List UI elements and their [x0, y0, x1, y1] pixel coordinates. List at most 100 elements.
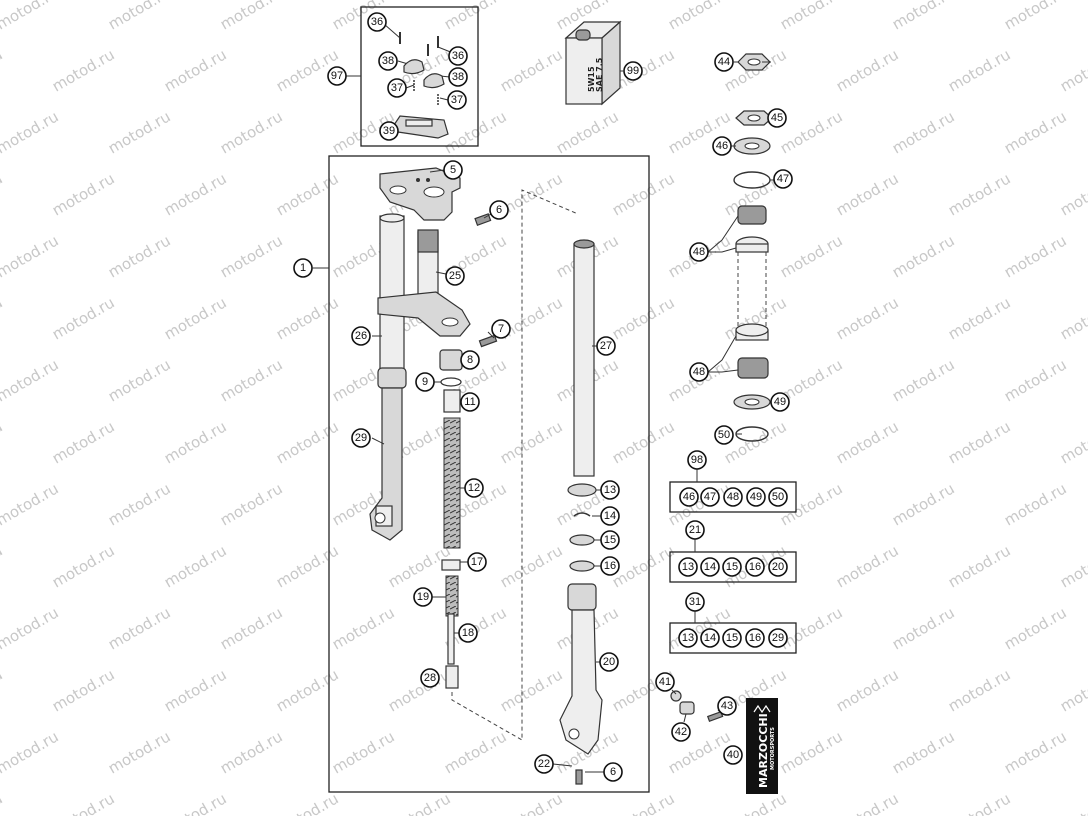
- watermark-text: motod.ru: [1057, 665, 1088, 715]
- svg-text:7: 7: [498, 323, 504, 335]
- svg-text:16: 16: [604, 560, 616, 572]
- watermark-text: motod.ru: [1057, 789, 1088, 816]
- callout-17: 17: [467, 552, 487, 572]
- watermark-text: motod.ru: [833, 541, 902, 591]
- callout-46: 46: [712, 136, 732, 156]
- svg-text:6: 6: [610, 766, 616, 778]
- watermark-text: motod.ru: [273, 665, 342, 715]
- watermark-text: motod.ru: [329, 0, 398, 33]
- watermark-text: motod.ru: [721, 417, 790, 467]
- watermark-text: motod.ru: [0, 355, 62, 405]
- watermark-text: motod.ru: [105, 727, 174, 777]
- watermark-text: motod.ru: [889, 727, 958, 777]
- callout-36b: 36: [448, 46, 468, 66]
- svg-text:18: 18: [462, 627, 474, 639]
- watermark-text: motod.ru: [105, 355, 174, 405]
- watermark-text: motod.ru: [49, 45, 118, 95]
- watermark-text: motod.ru: [945, 789, 1014, 816]
- watermark-text: motod.ru: [0, 727, 62, 777]
- kit-97-leaders: [346, 23, 459, 101]
- kit-31-items: 13 14 15 16 29: [678, 628, 788, 648]
- kit-31-item: 15: [722, 628, 742, 648]
- watermark-text: motod.ru: [49, 417, 118, 467]
- svg-text:15: 15: [604, 534, 616, 546]
- callout-41: 41: [655, 672, 675, 692]
- kit-98-item: 47: [700, 487, 720, 507]
- callout-40: 40: [723, 745, 743, 765]
- watermark-text: motod.ru: [217, 479, 286, 529]
- watermark-text: motod.ru: [889, 0, 958, 33]
- callout-26: 26: [351, 326, 371, 346]
- watermark-text: motod.ru: [945, 169, 1014, 219]
- watermark-text: motod.ru: [889, 479, 958, 529]
- kit-31-item: 16: [745, 628, 765, 648]
- watermark-text: motod.ru: [833, 45, 902, 95]
- watermark-text: motod.ru: [0, 603, 62, 653]
- watermark-text: motod.ru: [497, 45, 566, 95]
- callout-28: 28: [420, 668, 440, 688]
- watermark-text: motod.ru: [833, 417, 902, 467]
- svg-text:22: 22: [538, 758, 550, 770]
- svg-text:46: 46: [683, 491, 695, 503]
- callout-49: 49: [770, 392, 790, 412]
- watermark-text: motod.ru: [1057, 541, 1088, 591]
- svg-text:9: 9: [422, 376, 428, 388]
- fork-oil-can: 5W15 SAE 7.5: [564, 20, 622, 106]
- callout-38b: 38: [448, 67, 468, 87]
- watermark-text: motod.ru: [665, 603, 734, 653]
- watermark-text: motod.ru: [0, 417, 6, 467]
- callout-97: 97: [327, 66, 347, 86]
- svg-text:17: 17: [471, 556, 483, 568]
- svg-text:29: 29: [355, 432, 367, 444]
- callout-43: 43: [717, 696, 737, 716]
- watermark-text: motod.ru: [0, 231, 62, 281]
- watermark-text: motod.ru: [273, 541, 342, 591]
- watermark-text: motod.ru: [665, 0, 734, 33]
- svg-text:20: 20: [772, 561, 784, 573]
- watermark-text: motod.ru: [49, 293, 118, 343]
- watermark-text: motod.ru: [889, 603, 958, 653]
- watermark-text: motod.ru: [161, 541, 230, 591]
- svg-text:16: 16: [749, 561, 761, 573]
- svg-text:1: 1: [300, 262, 306, 274]
- callout-48a: 48: [689, 242, 709, 262]
- kit-98-item: 48: [723, 487, 743, 507]
- svg-text:47: 47: [704, 491, 716, 503]
- svg-text:13: 13: [682, 561, 694, 573]
- watermark-text: motod.ru: [0, 541, 6, 591]
- callout-47: 47: [773, 169, 793, 189]
- watermark-text: motod.ru: [273, 789, 342, 816]
- watermark-text: motod.ru: [385, 789, 454, 816]
- svg-text:49: 49: [774, 396, 786, 408]
- kit-98-item: 49: [746, 487, 766, 507]
- kit-31-item: 13: [678, 628, 698, 648]
- svg-text:12: 12: [468, 482, 480, 494]
- callout-37a: 37: [387, 78, 407, 98]
- watermark-text: motod.ru: [1001, 603, 1070, 653]
- svg-text:5: 5: [450, 164, 456, 176]
- svg-text:39: 39: [383, 125, 395, 137]
- svg-text:46: 46: [716, 140, 728, 152]
- watermark-text: motod.ru: [161, 45, 230, 95]
- watermark-text: motod.ru: [945, 541, 1014, 591]
- watermark-text: motod.ru: [497, 789, 566, 816]
- watermark-text: motod.ru: [1057, 45, 1088, 95]
- watermark-text: motod.ru: [217, 107, 286, 157]
- watermark-text: motod.ru: [1001, 355, 1070, 405]
- callout-25: 25: [445, 266, 465, 286]
- callout-21: 21: [685, 520, 705, 540]
- watermark-text: motod.ru: [777, 107, 846, 157]
- callout-6b: 6: [603, 762, 623, 782]
- watermark-text: motod.ru: [161, 789, 230, 816]
- svg-text:15: 15: [726, 561, 738, 573]
- watermark-text: motod.ru: [889, 107, 958, 157]
- watermark-text: motod.ru: [609, 169, 678, 219]
- watermark-text: motod.ru: [777, 231, 846, 281]
- watermark-text: motod.ru: [105, 231, 174, 281]
- watermark-text: motod.ru: [0, 665, 6, 715]
- callout-22: 22: [534, 754, 554, 774]
- watermark-text: motod.ru: [329, 603, 398, 653]
- watermark-text: motod.ru: [1001, 0, 1070, 33]
- watermark-text: motod.ru: [0, 0, 62, 33]
- kit-21-item: 15: [722, 557, 742, 577]
